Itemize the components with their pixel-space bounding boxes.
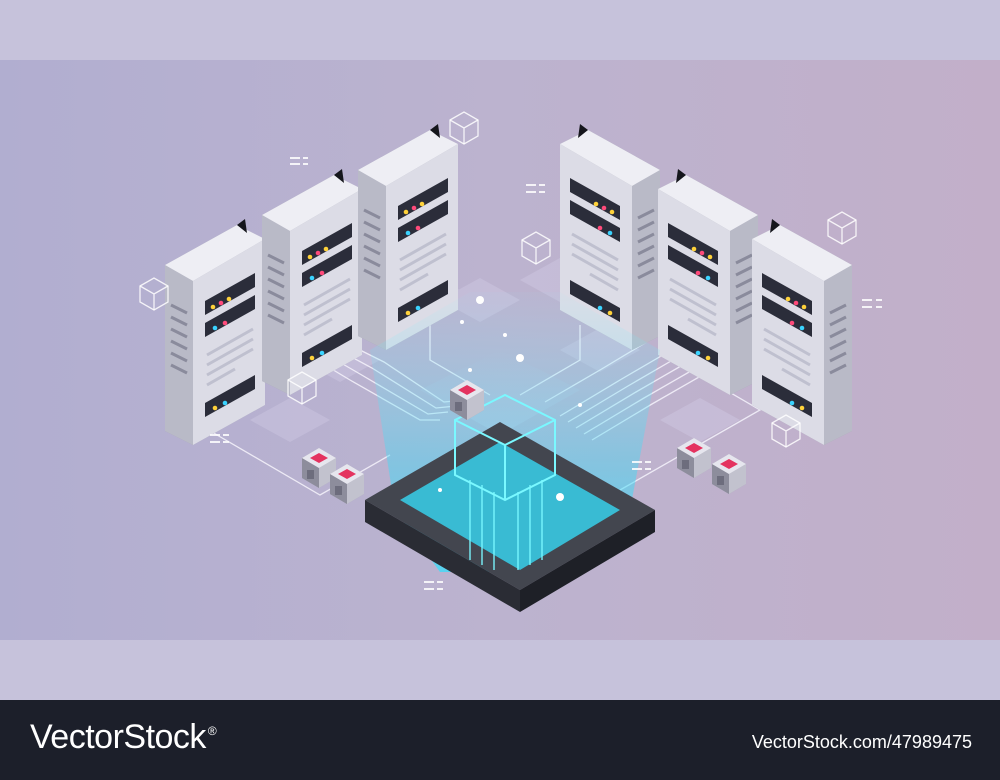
glowing-cube-icon: [454, 393, 556, 570]
top-band: [0, 0, 1000, 60]
stock-id: VectorStock.com/47989475: [751, 732, 972, 752]
registered-mark: ®: [207, 724, 217, 738]
watermark-footer: VectorStock® VectorStock.com/47989475: [0, 700, 1000, 780]
wireframe-cube-icon: [139, 277, 169, 311]
brand-name: VectorStock: [30, 718, 206, 756]
chip-cube-icon: [677, 438, 711, 478]
wireframe-cube-icon: [521, 231, 551, 265]
chip-cube-icon: [712, 454, 746, 494]
server-icon: [656, 167, 760, 397]
wireframe-cube-icon: [827, 211, 857, 245]
bottom-band: [0, 640, 1000, 700]
data-center-illustration: [139, 111, 882, 612]
brand-logo: VectorStock®: [30, 718, 217, 757]
server-icon: [750, 217, 854, 447]
wireframe-cube-icon: [449, 111, 479, 145]
server-icon: [163, 217, 267, 447]
illustration: [0, 60, 1000, 640]
server-icon: [260, 167, 364, 397]
